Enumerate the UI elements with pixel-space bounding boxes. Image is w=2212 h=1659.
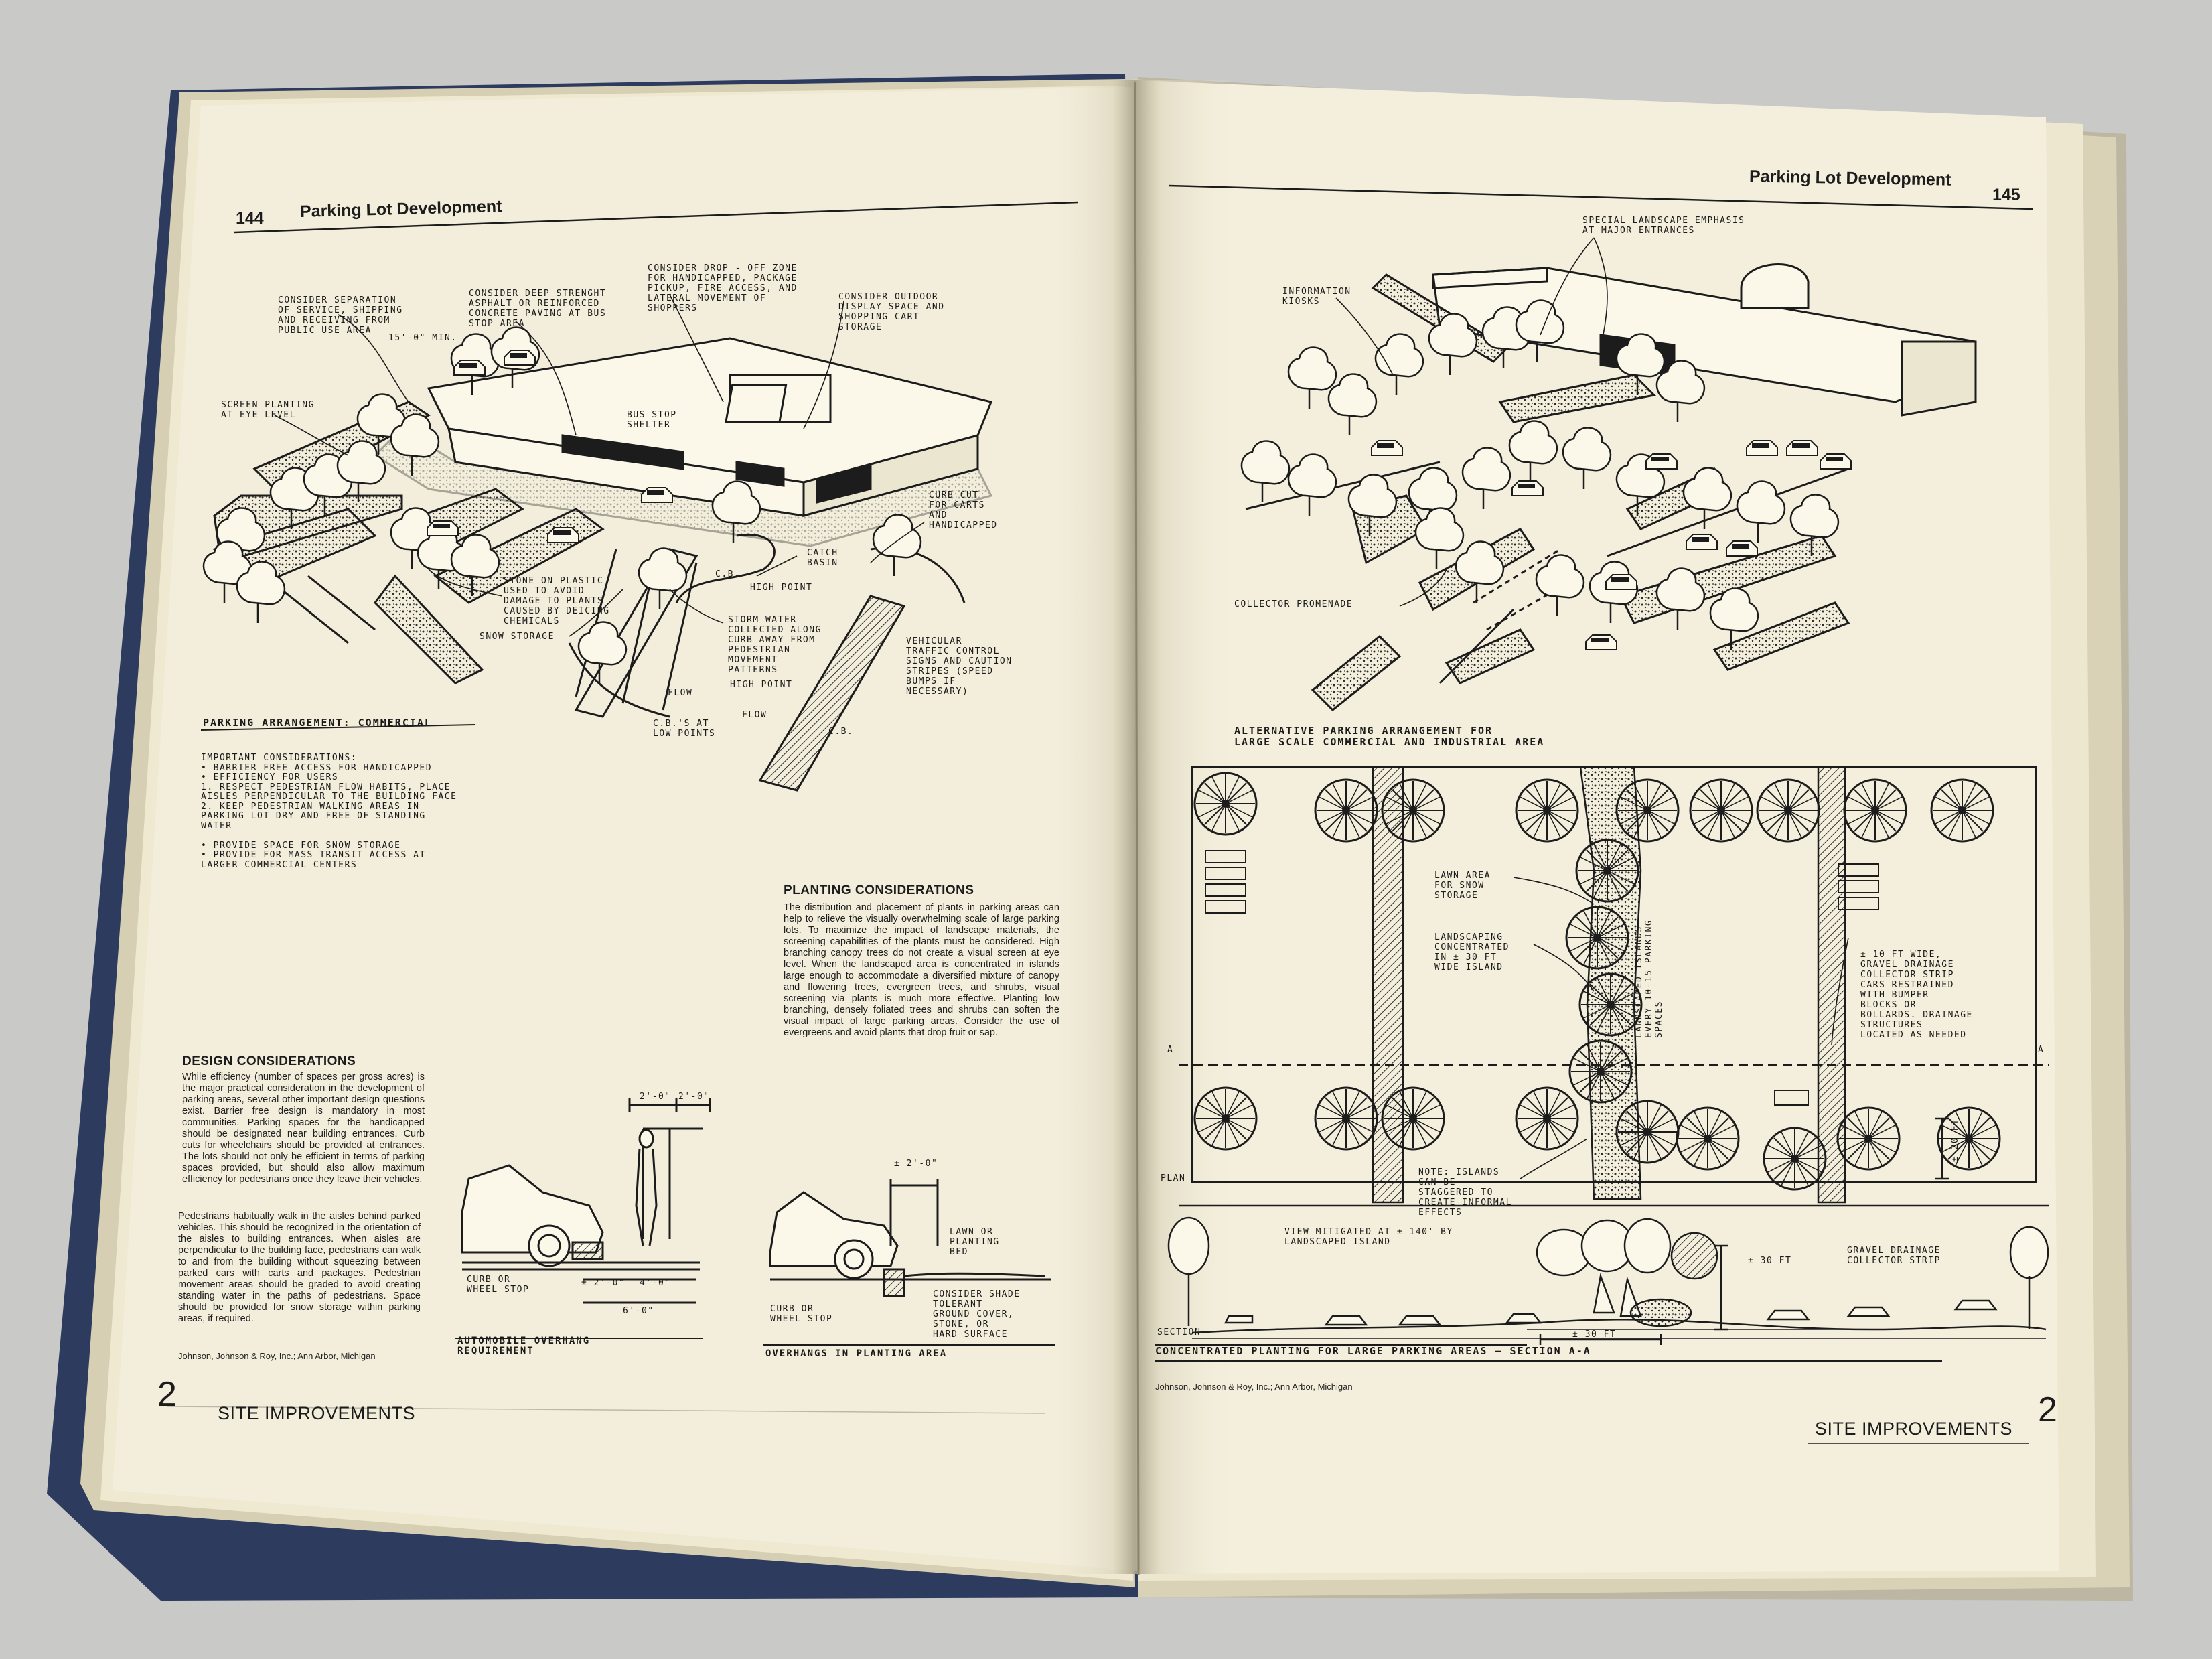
callout-storm-water: STORM WATER COLLECTED ALONG CURB AWAY FR… — [728, 615, 822, 675]
planting-fig-caption: OVERHANGS IN PLANTING AREA — [765, 1348, 948, 1359]
left-chapter-number: 2 — [157, 1375, 177, 1414]
callout-stone-on-plastic: STONE ON PLASTIC USED TO AVOID DAMAGE TO… — [504, 576, 610, 626]
callout-cbs-at-low: C.B.'S AT LOW POINTS — [653, 719, 716, 739]
callout-snow-storage: SNOW STORAGE — [480, 632, 555, 642]
overhang-curb: CURB OR WHEEL STOP — [467, 1275, 530, 1295]
right-credit: Johnson, Johnson & Roy, Inc.; Ann Arbor,… — [1155, 1382, 1353, 1392]
design-para-2: Pedestrians habitually walk in the aisle… — [178, 1211, 421, 1324]
callout-min: 15'-0" MIN. — [388, 333, 457, 343]
planting-text: The distribution and placement of plants… — [784, 902, 1059, 1038]
plan-marker-a1: A — [1167, 1045, 1174, 1055]
important-considerations: IMPORTANT CONSIDERATIONS: • BARRIER FREE… — [201, 753, 457, 870]
left-credit: Johnson, Johnson & Roy, Inc.; Ann Arbor,… — [178, 1351, 376, 1361]
callout-information-kiosks: INFORMATION KIOSKS — [1282, 287, 1351, 307]
callout-screen-planting: SCREEN PLANTING AT EYE LEVEL — [221, 400, 315, 420]
callout-catch-basin: CATCH BASIN — [807, 548, 838, 568]
plan-islands-vertical: LANDSCAPED ISLANDS EVERY 10-15 PARKING S… — [1634, 919, 1664, 1038]
right-page-title: Parking Lot Development — [1749, 167, 1951, 190]
callout-curb-cut: CURB CUT FOR CARTS AND HANDICAPPED — [929, 490, 998, 530]
plan-label: PLAN — [1161, 1173, 1186, 1183]
planting-fig-dim: ± 2'-0" — [894, 1159, 938, 1169]
overhang-dim-2c: ± 2'-0" — [581, 1278, 625, 1288]
callout-separation: CONSIDER SEPARATION OF SERVICE, SHIPPING… — [278, 295, 403, 336]
callout-high-point-1: HIGH POINT — [750, 583, 813, 593]
callout-flow-1: FLOW — [668, 688, 693, 698]
design-para-1: While efficiency (number of spaces per g… — [182, 1072, 425, 1185]
plan-note: NOTE: ISLANDS CAN BE STAGGERED TO CREATE… — [1418, 1167, 1512, 1218]
callout-cb: C.B. — [715, 569, 741, 579]
overhang-dim-2a: 2'-0" — [640, 1092, 671, 1102]
section-label: SECTION — [1157, 1327, 1201, 1338]
section-dim-30-vertical: ± 30 FT — [1748, 1256, 1792, 1266]
section-dim-30-horizontal: ± 30 FT — [1572, 1329, 1617, 1340]
callout-vehicular: VEHICULAR TRAFFIC CONTROL SIGNS AND CAUT… — [906, 636, 1013, 697]
planting-fig-curb: CURB OR WHEEL STOP — [770, 1304, 833, 1324]
callout-drop-off: CONSIDER DROP - OFF ZONE FOR HANDICAPPED… — [648, 263, 798, 313]
overhang-dim-4: 4'-0" — [640, 1278, 671, 1288]
overhang-dim-6: 6'-0" — [623, 1306, 654, 1316]
plan-gravel-strip: ± 10 FT WIDE, GRAVEL DRAINAGE COLLECTOR … — [1860, 950, 1973, 1040]
callout-outdoor-display: CONSIDER OUTDOOR DISPLAY SPACE AND SHOPP… — [838, 292, 945, 332]
design-heading: DESIGN CONSIDERATIONS — [182, 1054, 356, 1068]
right-chapter-number: 2 — [2038, 1390, 2057, 1429]
section-caption: CONCENTRATED PLANTING FOR LARGE PARKING … — [1155, 1345, 1591, 1357]
alt-arrangement-caption: ALTERNATIVE PARKING ARRANGEMENT FOR LARG… — [1234, 725, 1545, 748]
callout-bus-stop: BUS STOP SHELTER — [627, 410, 677, 430]
plan-dim-20: ± 20 FT — [1950, 1118, 1960, 1162]
overhang-caption: AUTOMOBILE OVERHANG REQUIREMENT — [457, 1336, 591, 1356]
arrangement-caption: PARKING ARRANGEMENT: COMMERCIAL — [203, 717, 432, 729]
callout-deep-strength: CONSIDER DEEP STRENGHT ASPHALT OR REINFO… — [469, 289, 607, 329]
plan-marker-a2: A — [2038, 1045, 2045, 1055]
plan-landscaping: LANDSCAPING CONCENTRATED IN ± 30 FT WIDE… — [1434, 932, 1509, 972]
section-view-mitigated: VIEW MITIGATED AT ± 140' BY LANDSCAPED I… — [1284, 1227, 1453, 1247]
right-chapter-name: SITE IMPROVEMENTS — [1815, 1419, 2013, 1439]
right-page-number: 145 — [1992, 186, 2020, 204]
planting-heading: PLANTING CONSIDERATIONS — [784, 883, 974, 897]
overhang-dim-2b: 2'-0" — [678, 1092, 710, 1102]
callout-collector-promenade: COLLECTOR PROMENADE — [1234, 599, 1353, 609]
callout-high-point-2: HIGH POINT — [730, 680, 793, 690]
left-page-number: 144 — [236, 209, 264, 228]
left-chapter-name: SITE IMPROVEMENTS — [218, 1403, 416, 1423]
planting-fig-shade: CONSIDER SHADE TOLERANT GROUND COVER, ST… — [933, 1289, 1021, 1340]
callout-cb-2: C.B. — [828, 727, 854, 737]
planting-fig-lawn: LAWN OR PLANTING BED — [950, 1227, 1000, 1257]
callout-special-landscape: SPECIAL LANDSCAPE EMPHASIS AT MAJOR ENTR… — [1582, 216, 1745, 236]
callout-flow-2: FLOW — [742, 710, 767, 720]
plan-lawn-area: LAWN AREA FOR SNOW STORAGE — [1434, 871, 1491, 901]
section-gravel: GRAVEL DRAINAGE COLLECTOR STRIP — [1847, 1246, 1941, 1266]
